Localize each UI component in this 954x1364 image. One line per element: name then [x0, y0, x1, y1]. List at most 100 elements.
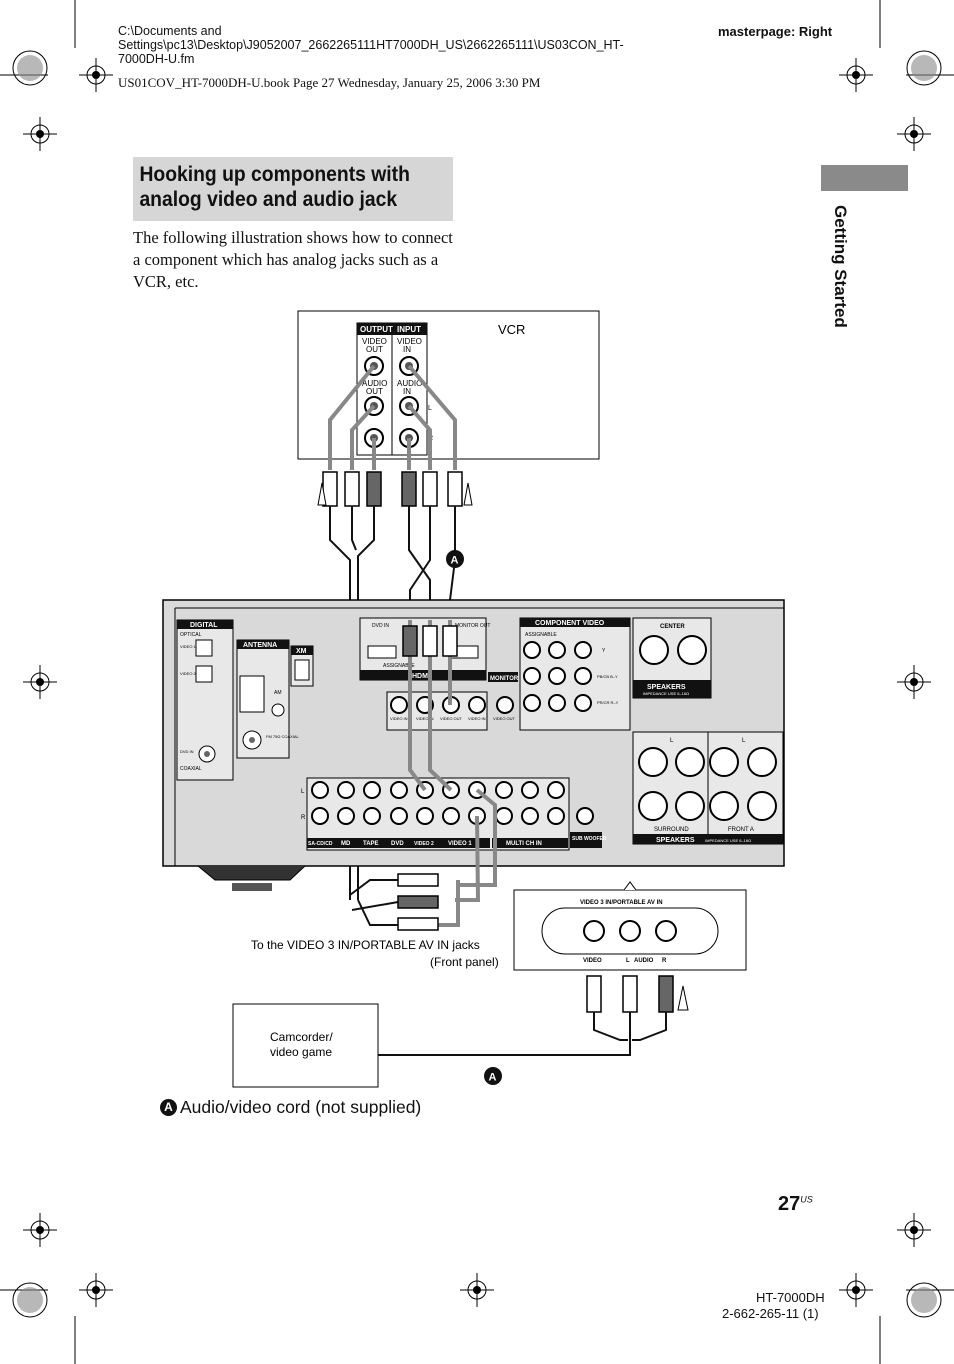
camcorder-label-2: video game — [270, 1045, 332, 1059]
file-path-line-1: C:\Documents and — [118, 24, 222, 38]
file-path-line-3: 7000DH-U.fm — [118, 52, 195, 66]
svg-text:PR/CR R–Y: PR/CR R–Y — [597, 700, 619, 705]
svg-text:IN: IN — [403, 345, 411, 354]
front-panel-caption-1: To the VIDEO 3 IN/PORTABLE AV IN jacks — [251, 938, 480, 952]
svg-text:ASSIGNABLE: ASSIGNABLE — [383, 663, 415, 669]
svg-text:A: A — [451, 555, 459, 567]
svg-text:SPEAKERS: SPEAKERS — [656, 837, 695, 844]
camcorder-box — [232, 1003, 379, 1088]
svg-text:L: L — [301, 789, 305, 795]
svg-text:L: L — [670, 738, 674, 744]
svg-text:AUDIO: AUDIO — [634, 958, 654, 964]
plug-front-video — [586, 975, 602, 1013]
intro-paragraph: The following illustration shows how to … — [133, 228, 453, 291]
svg-text:MD: MD — [341, 841, 351, 847]
plug-video-in — [447, 471, 463, 507]
svg-text:IN: IN — [403, 387, 411, 396]
front-panel-title: VIDEO 3 IN/PORTABLE AV IN — [580, 900, 663, 906]
plug-audio-out-r — [366, 471, 382, 507]
svg-text:VIDEO OUT: VIDEO OUT — [493, 716, 516, 721]
plug-audio-in-l — [422, 471, 438, 507]
registration-mark — [906, 50, 942, 86]
svg-text:COMPONENT VIDEO: COMPONENT VIDEO — [535, 620, 605, 627]
svg-text:MONITOR OUT: MONITOR OUT — [455, 623, 490, 629]
file-path-line-2: Settings\pc13\Desktop\J9052007_266226511… — [118, 38, 624, 52]
svg-text:DIGITAL: DIGITAL — [190, 622, 218, 629]
masterpage-label: masterpage: Right — [718, 24, 833, 39]
svg-text:L: L — [626, 958, 630, 964]
svg-text:DVD: DVD — [391, 841, 404, 847]
svg-text:OUT: OUT — [366, 345, 383, 354]
plug-front-audio-l — [622, 975, 638, 1013]
svg-text:VIDEO OUT: VIDEO OUT — [440, 716, 463, 721]
legend-text: Audio/video cord (not supplied) — [180, 1097, 422, 1117]
legend-badge: A — [160, 1099, 177, 1116]
model-number: HT-7000DH — [756, 1290, 825, 1305]
book-info-line: US01COV_HT-7000DH-U.book Page 27 Wednesd… — [118, 75, 541, 90]
plug-audio-in-r — [401, 471, 417, 507]
vcr-label: VCR — [498, 322, 525, 337]
registration-mark — [12, 1282, 48, 1318]
vcr-audio-out-label: AUDIO — [362, 379, 387, 388]
svg-text:SURROUND: SURROUND — [654, 827, 689, 833]
svg-text:HDMI: HDMI — [412, 673, 430, 680]
front-audio-r-jack — [655, 920, 677, 942]
svg-text:MONITOR: MONITOR — [490, 676, 519, 682]
svg-text:VIDEO 2 IN: VIDEO 2 IN — [180, 671, 201, 676]
svg-text:FRONT A: FRONT A — [728, 827, 754, 833]
cord-badge-a-top — [446, 550, 464, 568]
cord-badge-a-bottom — [484, 1067, 502, 1085]
vcr-video-out-label: VIDEO — [362, 337, 387, 346]
svg-text:TAPE: TAPE — [363, 841, 379, 847]
section-tab-marker — [821, 165, 908, 191]
svg-text:VIDEO 1 IN: VIDEO 1 IN — [180, 644, 201, 649]
vcr-audio-in-label: AUDIO — [397, 379, 422, 388]
svg-text:VIDEO 2: VIDEO 2 — [414, 841, 434, 847]
svg-text:AM: AM — [274, 690, 282, 696]
section-title-box: Hooking up components with analog video … — [133, 157, 453, 221]
vcr-output-label: OUTPUT — [360, 325, 393, 334]
section-title: Hooking up components with analog video … — [133, 157, 452, 212]
front-video-jack — [583, 920, 605, 942]
svg-text:R: R — [301, 815, 306, 821]
svg-text:FM 75Ω COAXIAL: FM 75Ω COAXIAL — [266, 734, 300, 739]
registration-mark — [906, 1282, 942, 1318]
vcr-input-label: INPUT — [397, 325, 421, 334]
page-number: 27US — [778, 1193, 813, 1215]
svg-text:Y: Y — [602, 648, 606, 654]
svg-text:ANTENNA: ANTENNA — [243, 642, 277, 649]
svg-text:SUB WOOFER: SUB WOOFER — [572, 836, 607, 842]
svg-text:PB/CB B–Y: PB/CB B–Y — [597, 674, 618, 679]
svg-text:VIDEO IN: VIDEO IN — [390, 716, 408, 721]
svg-text:MULTI CH IN: MULTI CH IN — [506, 841, 542, 847]
vcr-video-in-label: VIDEO — [397, 337, 422, 346]
plug-audio-out-l — [344, 471, 360, 507]
svg-text:VIDEO IN: VIDEO IN — [416, 716, 434, 721]
svg-text:L: L — [428, 405, 432, 412]
svg-text:DVD IN: DVD IN — [372, 623, 389, 629]
plug-front-audio-r — [658, 975, 674, 1013]
registration-mark — [12, 50, 48, 86]
svg-text:XM: XM — [296, 648, 307, 655]
svg-text:VIDEO: VIDEO — [583, 958, 602, 964]
svg-text:VIDEO IN: VIDEO IN — [468, 716, 486, 721]
svg-text:ASSIGNABLE: ASSIGNABLE — [525, 632, 557, 638]
camcorder-label-1: Camcorder/ — [270, 1030, 333, 1044]
svg-text:IMPEDANCE USE 6–16Ω: IMPEDANCE USE 6–16Ω — [705, 838, 751, 843]
svg-text:OPTICAL: OPTICAL — [180, 632, 202, 638]
svg-text:COAXIAL: COAXIAL — [180, 766, 202, 772]
front-audio-l-jack — [619, 920, 641, 942]
monitor-label-box — [488, 672, 518, 682]
section-title-line-2: analog video and audio jack — [139, 188, 398, 211]
svg-text:A: A — [489, 1072, 497, 1084]
svg-text:IMPEDANCE USE 6–16Ω: IMPEDANCE USE 6–16Ω — [643, 691, 689, 696]
svg-text:OUT: OUT — [366, 387, 383, 396]
document-code: 2-662-265-11 (1) — [722, 1306, 819, 1321]
svg-text:L: L — [742, 738, 746, 744]
svg-text:SPEAKERS: SPEAKERS — [647, 684, 686, 691]
file-path-header: C:\Documents and Settings\pc13\Desktop\J… — [118, 24, 678, 66]
vcr-box — [297, 310, 600, 460]
